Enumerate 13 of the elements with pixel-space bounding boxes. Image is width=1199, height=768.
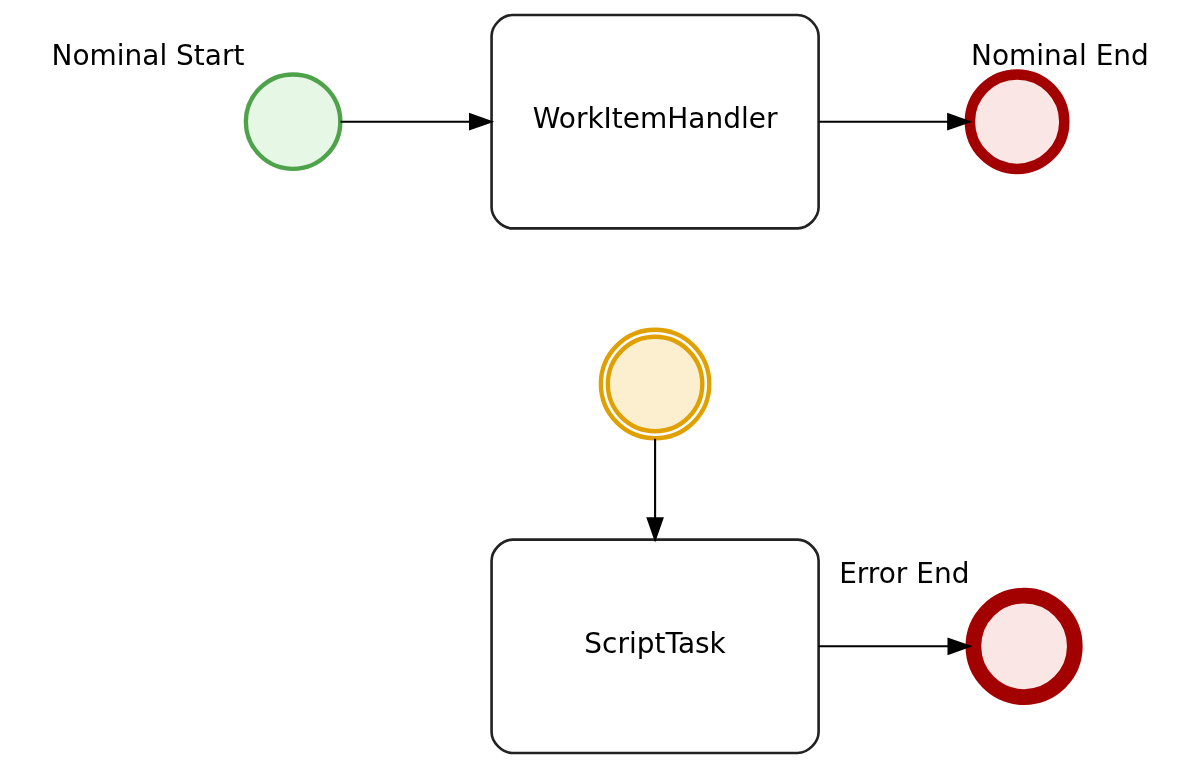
arrow	[339, 112, 494, 131]
node-box: ScriptTask	[489, 538, 820, 755]
node-circle	[965, 587, 1083, 705]
node-circle	[243, 72, 342, 172]
node-box: WorkItemHandler	[489, 13, 820, 230]
node-label: Nominal End	[970, 39, 1149, 73]
arrow	[818, 112, 972, 131]
arrow	[645, 438, 664, 543]
node-circle	[964, 69, 1070, 175]
node-label: Error End	[838, 557, 969, 591]
arrow	[818, 637, 973, 656]
node-circle	[598, 327, 711, 441]
node-label: Nominal Start	[50, 39, 244, 73]
